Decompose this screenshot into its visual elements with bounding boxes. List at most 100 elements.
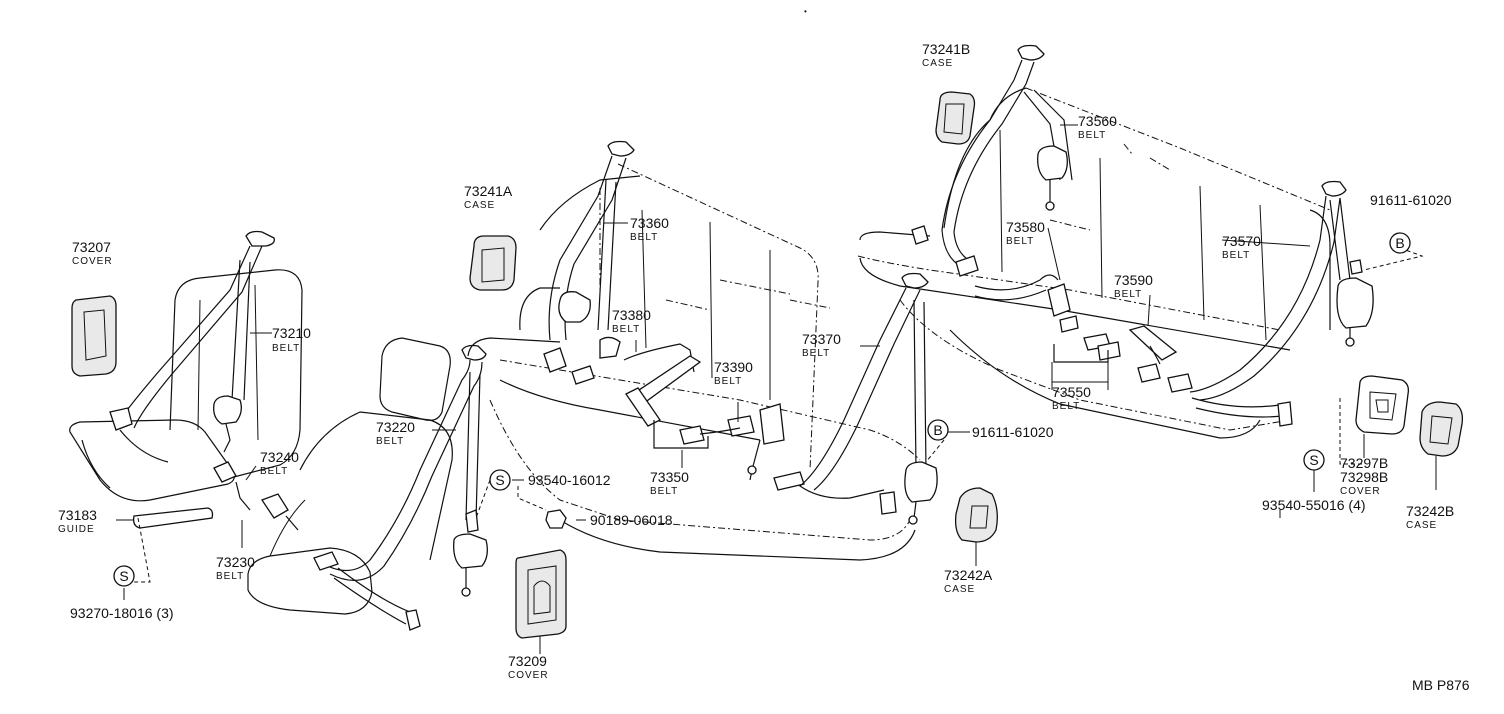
svg-text:73580: 73580 <box>1006 219 1045 235</box>
circled-markers: S S S B B <box>113 232 1411 587</box>
svg-text:73390: 73390 <box>714 359 753 375</box>
svg-text:CASE: CASE <box>464 200 495 211</box>
svg-text:BELT: BELT <box>216 571 244 582</box>
marker-s-middle-bench[interactable]: S <box>489 469 511 491</box>
cover-73297b-drawing <box>1355 375 1410 435</box>
svg-text:BELT: BELT <box>1052 401 1080 412</box>
svg-text:73210: 73210 <box>272 325 311 341</box>
svg-text:B: B <box>1395 235 1404 251</box>
svg-text:BELT: BELT <box>630 232 658 243</box>
svg-text:73240: 73240 <box>260 449 299 465</box>
cover-73207-drawing <box>71 295 117 377</box>
marker-b-middle-bench[interactable]: B <box>927 419 949 441</box>
marker-s-front-guide[interactable]: S <box>113 565 135 587</box>
svg-text:73350: 73350 <box>650 469 689 485</box>
svg-text:BELT: BELT <box>650 486 678 497</box>
svg-text:73241A: 73241A <box>464 183 513 199</box>
fastener-90189-drawing <box>545 509 567 529</box>
svg-text:93540-55016 (4): 93540-55016 (4) <box>1262 497 1366 513</box>
label-93540-16012[interactable]: 93540-16012 <box>528 472 611 488</box>
svg-text:CASE: CASE <box>944 584 975 595</box>
svg-text:CASE: CASE <box>922 58 953 69</box>
svg-text:73360: 73360 <box>630 215 669 231</box>
case-73242b-drawing <box>1419 401 1464 457</box>
guide-73183-drawing <box>132 507 214 529</box>
label-73297b[interactable]: 73297B <box>1340 455 1388 471</box>
label-93270-18016[interactable]: 93270-18016 (3) <box>70 605 174 621</box>
svg-text:S: S <box>495 472 504 488</box>
marker-s-rear-cover[interactable]: S <box>1303 449 1325 471</box>
svg-text:73297B: 73297B <box>1340 455 1388 471</box>
svg-text:73242A: 73242A <box>944 567 993 583</box>
svg-text:BELT: BELT <box>714 376 742 387</box>
svg-text:COVER: COVER <box>1340 486 1381 497</box>
svg-text:BELT: BELT <box>260 466 288 477</box>
svg-text:90189-06018: 90189-06018 <box>590 512 673 528</box>
svg-text:GUIDE: GUIDE <box>58 524 95 535</box>
case-73241b-drawing <box>935 91 976 145</box>
svg-text:BELT: BELT <box>376 436 404 447</box>
svg-text:BELT: BELT <box>1222 250 1250 261</box>
front-left-belt-drawing <box>109 230 299 531</box>
svg-text:B: B <box>933 422 942 438</box>
svg-text:CASE: CASE <box>1406 520 1437 531</box>
svg-text:73590: 73590 <box>1114 272 1153 288</box>
label-91611-61020-rear[interactable]: 91611-61020 <box>1370 192 1452 208</box>
svg-text:93540-16012: 93540-16012 <box>528 472 611 488</box>
label-91611-61020-front[interactable]: 91611-61020 <box>972 424 1054 440</box>
svg-text:73183: 73183 <box>58 507 97 523</box>
svg-text:73230: 73230 <box>216 554 255 570</box>
svg-text:93270-18016 (3): 93270-18016 (3) <box>70 605 174 621</box>
svg-text:73570: 73570 <box>1222 233 1261 249</box>
svg-text:S: S <box>1309 452 1318 468</box>
front-right-belt-drawing <box>313 344 488 631</box>
leader-lines <box>116 124 1437 654</box>
svg-text:73207: 73207 <box>72 239 111 255</box>
front-right-seat-drawing <box>247 337 453 615</box>
svg-text:BELT: BELT <box>802 348 830 359</box>
svg-text:BELT: BELT <box>272 343 300 354</box>
svg-text:S: S <box>119 568 128 584</box>
label-93540-55016[interactable]: 93540-55016 (4) <box>1262 497 1366 513</box>
right-bench-belt-73370-drawing <box>798 272 938 525</box>
svg-text:BELT: BELT <box>1114 289 1142 300</box>
svg-text:BELT: BELT <box>1006 236 1034 247</box>
svg-text:COVER: COVER <box>508 670 549 681</box>
middle-bench-belts-drawing <box>543 140 805 491</box>
marker-b-rear-bench[interactable]: B <box>1389 232 1411 254</box>
svg-text:BELT: BELT <box>1078 130 1106 141</box>
svg-text:COVER: COVER <box>72 256 113 267</box>
svg-text:73370: 73370 <box>802 331 841 347</box>
svg-text:73560: 73560 <box>1078 113 1117 129</box>
cover-73209-drawing <box>515 549 567 639</box>
stray-dot: • <box>804 7 807 16</box>
case-73241a-drawing <box>469 235 517 291</box>
svg-text:73241B: 73241B <box>922 41 970 57</box>
svg-text:91611-61020: 91611-61020 <box>1370 192 1452 208</box>
svg-text:73550: 73550 <box>1052 384 1091 400</box>
label-90189-06018[interactable]: 90189-06018 <box>590 512 673 528</box>
